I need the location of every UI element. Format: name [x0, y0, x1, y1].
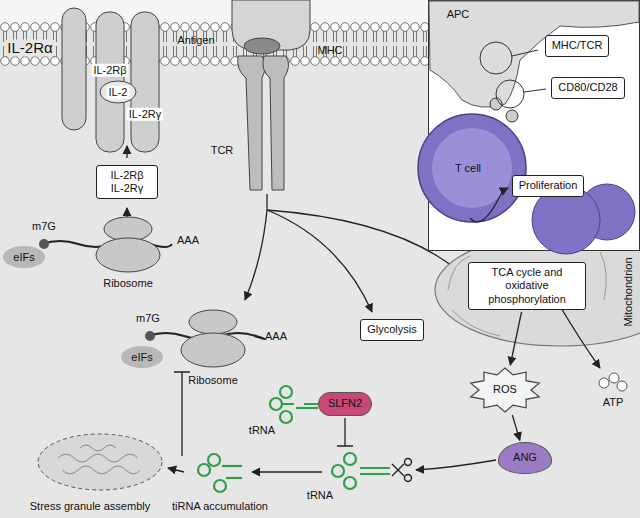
process-box: Proliferation [512, 175, 585, 196]
inset-panel [418, 1, 640, 255]
connector-arrow [510, 312, 521, 365]
atp-molecules [599, 373, 627, 391]
stress-granule [38, 434, 162, 490]
text-label: IL-2 [107, 86, 130, 99]
text-label: MHC [317, 44, 342, 57]
ros-star: ROS [468, 367, 542, 413]
ribosome-translation-1 [3, 217, 172, 272]
protein-blob: SLFN2 [318, 392, 372, 415]
text-label: ATP [603, 396, 624, 409]
node-text: Proliferation [519, 179, 578, 192]
node-text: ROS [493, 383, 517, 396]
text-label: Ribosome [188, 374, 238, 387]
tirna-fragments [198, 454, 242, 492]
trna-cloverleaf [332, 453, 390, 489]
process-box: TCA cycle and oxidative phosphorylation [468, 262, 586, 310]
node-text: ANG [513, 451, 537, 464]
callout-box: MHC/TCR [545, 35, 610, 56]
trna-cloverleaf [270, 386, 318, 423]
node-text: CD80/CD28 [558, 81, 617, 94]
text-label: TCR [211, 144, 234, 157]
node-text: SLFN2 [328, 397, 362, 410]
node-text: TCA cycle and oxidative phosphorylation [475, 266, 579, 306]
tcr-mhc-complex [232, 0, 310, 190]
text-label: Ribosome [103, 277, 153, 290]
node-text: IL-2Rβ IL-2Rγ [103, 169, 151, 195]
text-label: AAA [265, 330, 287, 343]
process-box: Glycolysis [360, 319, 424, 340]
text-label: Antigen [177, 34, 214, 47]
text-label: IL-2Rβ [91, 64, 128, 77]
text-label: eIFs [13, 251, 34, 264]
text-label: T cell [455, 162, 481, 175]
metabolite-arrows [560, 306, 600, 368]
connector-arrow [512, 415, 519, 440]
node-text: MHC/TCR [552, 39, 603, 52]
text-label: IL-2Rγ [127, 108, 163, 121]
cleavage-arrows [168, 372, 496, 472]
text-label: AAA [177, 234, 199, 247]
text-label: m7G [32, 220, 56, 233]
text-label: eIFs [131, 351, 152, 364]
text-label: m7G [136, 312, 160, 325]
callout-box: CD80/CD28 [551, 77, 624, 98]
node-text: Glycolysis [367, 323, 417, 336]
protein-box: IL-2Rβ IL-2Rγ [96, 165, 158, 199]
ribosome-translation-2 [121, 310, 265, 368]
text-label: tRNA [249, 424, 275, 437]
enzyme-blob: ANG [498, 442, 552, 473]
il2-receptor [62, 8, 159, 152]
text-label: tiRNA accumulation [172, 500, 268, 513]
text-label: IL-2Rα [5, 39, 54, 56]
text-label: tRNA [307, 489, 333, 502]
signalling-arrows [127, 146, 462, 312]
scissors [392, 459, 412, 482]
text-label: Stress granule assembly [30, 500, 150, 513]
text-label: APC [447, 8, 470, 21]
text-label: Mitochondrion [622, 257, 635, 326]
